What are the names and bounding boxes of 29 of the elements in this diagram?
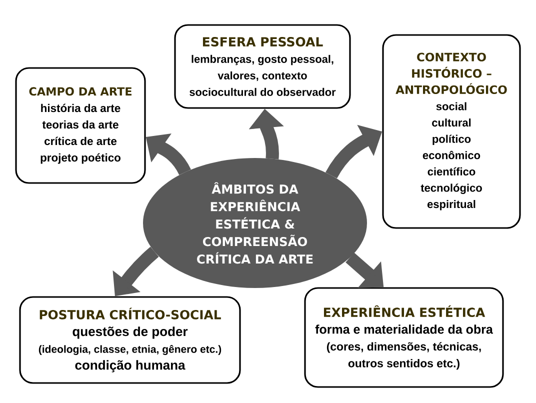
ellipse-title: ÂMBITOS DA EXPERIÊNCIA ESTÉTICA & COMPREENSÃO CRÍTICA DA ARTE <box>197 182 313 264</box>
topic-box <box>174 24 351 109</box>
box-heading: CAMPO DA ARTE <box>29 87 132 96</box>
box-heading: ESFERA PESSOAL <box>202 37 323 46</box>
box-text: tecnológico <box>420 184 482 194</box>
topic-box <box>19 296 241 384</box>
box-text: (ideologia, classe, etnia, gênero etc.) <box>38 344 222 356</box>
box-heading: CONTEXTO HISTÓRICO – ANTROPOLÓGICO <box>396 52 507 94</box>
box-text: (cores, dimensões, técnicas, outros sentidos etc.) <box>326 342 481 370</box>
box-text: espiritual <box>427 200 476 210</box>
box-text: político <box>432 134 471 146</box>
box-text: social <box>436 102 466 110</box>
box-text: lembranças, gosto pessoal, valores, contexto sociocultural do observador <box>190 54 336 96</box>
central-ellipse <box>143 158 367 288</box>
box-text: crítica de arte <box>44 136 117 146</box>
box-text: condição humana <box>75 360 186 372</box>
topic-box <box>382 34 521 229</box>
box-text: científico <box>428 167 476 176</box>
box-text: econômico <box>422 150 480 160</box>
topic-box <box>304 287 504 388</box>
box-heading: POSTURA CRÍTICO-SOCIAL <box>40 308 221 320</box>
box-text: forma e materialidade da obra <box>315 324 493 334</box>
box-text: projeto poético <box>40 153 120 164</box>
box-text: história da arte <box>41 104 120 112</box>
box-text: cultural <box>432 118 471 127</box>
box-text: questões de poder <box>72 326 188 339</box>
box-heading: EXPERIÊNCIA ESTÉTICA <box>324 305 486 318</box>
box-text: teorias da arte <box>42 120 118 129</box>
topic-box <box>15 67 146 184</box>
